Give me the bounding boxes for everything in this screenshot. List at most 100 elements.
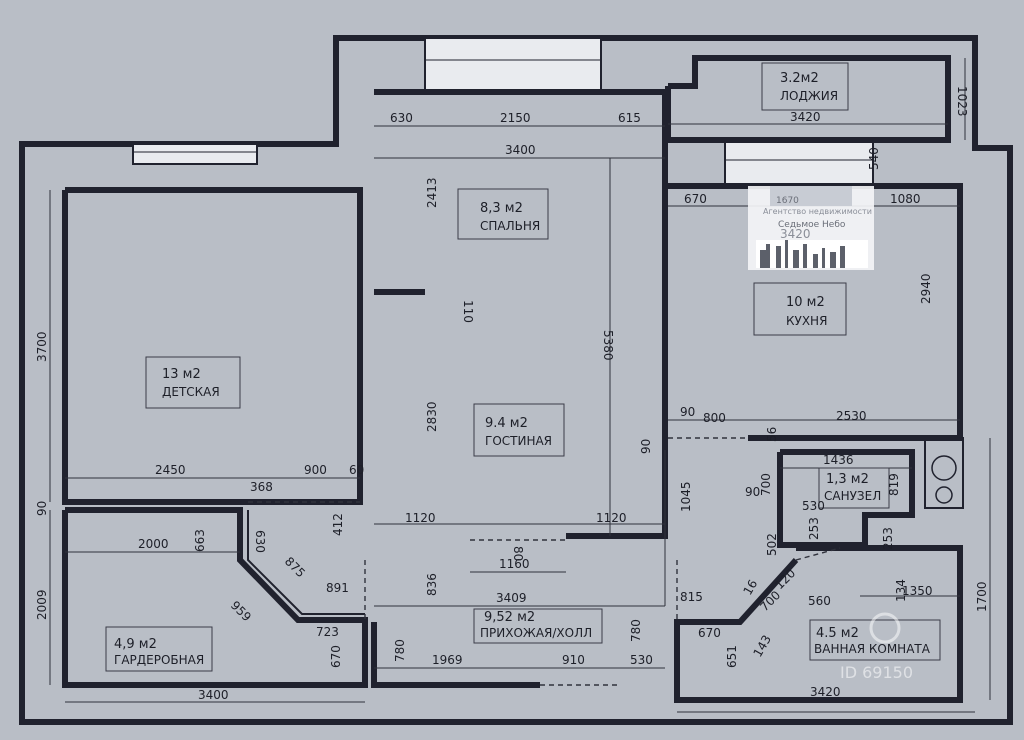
dim-label: 2000 (138, 537, 169, 551)
room-name-kitchen: КУХНЯ (786, 314, 827, 328)
dim-label: 2940 (919, 273, 933, 304)
dim-label: 670 (698, 626, 721, 640)
dim-label: 780 (393, 639, 407, 662)
room-name-living: ГОСТИНАЯ (485, 434, 552, 448)
dim-label: 630 (390, 111, 413, 125)
dim-label: 502 (765, 533, 779, 556)
room-name-loggia: ЛОДЖИЯ (780, 89, 838, 103)
dim-label: 900 (304, 463, 327, 477)
room-name-wardrobe: ГАРДЕРОБНАЯ (114, 653, 204, 667)
dim-label: 2830 (425, 401, 439, 432)
dimension-lines (49, 58, 991, 713)
dim-label: 1969 (432, 653, 463, 667)
dim-label: 1670 (776, 196, 799, 206)
dim-label: 1120 (405, 511, 436, 525)
door-openings (248, 437, 841, 686)
dim-label: 3400 (198, 688, 229, 702)
dim-label: 1350 (902, 584, 933, 598)
dim-label: 800 (703, 411, 726, 425)
dim-label: 253 (807, 517, 821, 540)
dim-label: 1120 (596, 511, 627, 525)
dim-label: 540 (867, 147, 881, 170)
dim-label: 60 (349, 463, 364, 477)
dim-label: 670 (684, 192, 707, 206)
dimension-labels: 630 2150 615 3400 2413 110 5380 2830 370… (35, 86, 989, 702)
windows (132, 37, 874, 185)
dim-label: 134 (894, 579, 908, 602)
dim-label: 819 (887, 473, 901, 496)
agency-watermark: 1670 3420 Агентство недвижимости Седьмое… (748, 186, 913, 682)
dim-label: 815 (680, 590, 703, 604)
dim-label: 3400 (505, 143, 536, 157)
dim-label: 90 (745, 485, 760, 499)
dim-label: 1080 (890, 192, 921, 206)
dim-label: 2530 (836, 409, 867, 423)
dim-label: 560 (808, 594, 831, 608)
dim-label: 412 (331, 513, 345, 536)
watermark-code: ID 69150 (840, 663, 913, 682)
room-name-children: ДЕТСКАЯ (162, 385, 220, 399)
dim-label: 2413 (425, 177, 439, 208)
room-wardrobe: 4,9 м2 ГАРДЕРОБНАЯ (114, 637, 204, 667)
watermark-line1: Агентство недвижимости (763, 207, 872, 216)
room-area-children: 13 м2 (162, 367, 201, 382)
watermark-line2: Седьмое Небо (778, 220, 846, 230)
dim-label: 368 (250, 480, 273, 494)
dim-label: 530 (630, 653, 653, 667)
room-area-hall: 9,52 м2 (484, 610, 535, 625)
room-bedroom: 8,3 м2 СПАЛЬНЯ (480, 201, 540, 233)
dim-label: 2009 (35, 589, 49, 620)
dim-label: 56 (765, 427, 779, 442)
city-skyline-icon (756, 240, 868, 268)
dim-label: 615 (618, 111, 641, 125)
dim-label: 90 (680, 405, 695, 419)
dim-label: 630 (253, 530, 267, 553)
dim-label: 1023 (955, 86, 969, 117)
dim-label: 1160 (499, 557, 530, 571)
room-area-wardrobe: 4,9 м2 (114, 637, 157, 652)
room-area-bedroom: 8,3 м2 (480, 201, 523, 216)
dim-label: 2150 (500, 111, 531, 125)
room-wc: 1,3 м2 САНУЗЕЛ (824, 472, 881, 503)
dim-label: 90 (639, 439, 653, 454)
dim-label: 5380 (601, 330, 615, 361)
room-name-bedroom: СПАЛЬНЯ (480, 219, 540, 233)
dim-label: 3420 (810, 685, 841, 699)
dim-label: 3420 (780, 227, 811, 241)
dim-label: 16 (740, 577, 760, 597)
dim-label: 910 (562, 653, 585, 667)
dim-label: 670 (329, 645, 343, 668)
room-area-living: 9.4 м2 (485, 416, 528, 431)
dim-label: 110 (461, 300, 475, 323)
dim-label: 90 (35, 501, 49, 516)
dim-label: 723 (316, 625, 339, 639)
room-area-bath: 4.5 м2 (816, 626, 859, 641)
dim-label: 80 (511, 546, 525, 561)
room-living: 9.4 м2 ГОСТИНАЯ (485, 416, 552, 448)
room-hall: 9,52 м2 ПРИХОЖАЯ/ХОЛЛ (480, 610, 592, 640)
room-name-hall: ПРИХОЖАЯ/ХОЛЛ (480, 626, 592, 640)
room-name-wc: САНУЗЕЛ (824, 489, 881, 503)
cian-logo-icon (869, 612, 901, 644)
dim-label: 700 (759, 473, 773, 496)
dim-label: 780 (629, 619, 643, 642)
dim-label: 3409 (496, 591, 527, 605)
boiler-icon (924, 437, 964, 509)
dim-label: 836 (425, 573, 439, 596)
room-area-loggia: 3.2м2 (780, 71, 819, 86)
room-bath: 4.5 м2 ВАННАЯ КОМНАТА (814, 626, 931, 656)
dim-label: 253 (881, 527, 895, 550)
room-kitchen: 10 м2 КУХНЯ (786, 295, 827, 328)
dim-label: 3420 (790, 110, 821, 124)
room-area-wc: 1,3 м2 (826, 472, 869, 487)
outer-walls (19, 35, 1013, 725)
dim-label: 2450 (155, 463, 186, 477)
room-loggia: 3.2м2 ЛОДЖИЯ (780, 71, 838, 103)
dim-label: 1700 (975, 581, 989, 612)
dim-label: 891 (326, 581, 349, 595)
room-children: 13 м2 ДЕТСКАЯ (162, 367, 220, 399)
dim-label: 530 (802, 499, 825, 513)
room-area-kitchen: 10 м2 (786, 295, 825, 310)
dim-label: 1436 (823, 453, 854, 467)
